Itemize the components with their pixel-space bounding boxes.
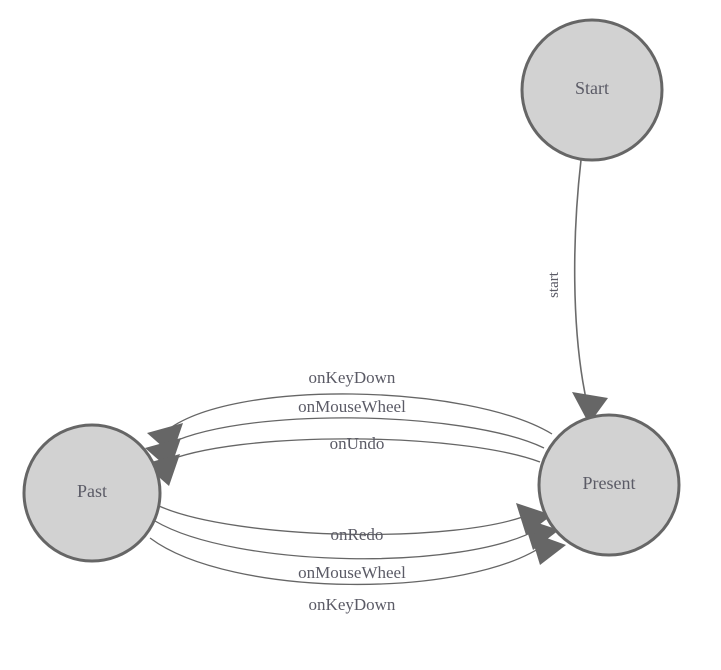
edge-present-past-mousewheel[interactable]: onMouseWheel <box>145 397 545 470</box>
node-start-circle <box>520 18 664 162</box>
edge-past-present-keydown-path <box>149 537 548 586</box>
edge-start[interactable]: start <box>546 159 608 424</box>
edge-past-present-redo[interactable]: onRedo <box>158 503 552 544</box>
edge-label-present-past-undo: onUndo <box>330 434 385 453</box>
edge-past-present-redo-path <box>158 505 534 536</box>
edge-present-past-keydown-path <box>164 393 553 435</box>
edge-present-past-undo-path <box>161 438 541 464</box>
edge-present-past-mousewheel-path <box>162 417 545 449</box>
edge-past-present-mousewheel-path <box>154 520 541 560</box>
arrowhead-past-present-mousewheel <box>523 518 559 550</box>
edge-start-path <box>573 159 589 409</box>
edge-label-past-present-keydown: onKeyDown <box>309 595 396 614</box>
node-past-label: Past <box>77 481 107 501</box>
edge-label-past-present-redo: onRedo <box>331 525 384 544</box>
node-present-circle <box>537 413 681 557</box>
node-past[interactable]: Past <box>22 423 162 563</box>
edge-label-start: start <box>546 271 562 298</box>
node-present-label: Present <box>583 473 636 493</box>
arrowhead-start <box>572 392 608 424</box>
edge-present-past-undo[interactable]: onUndo <box>144 434 541 486</box>
arrowhead-past-present-keydown <box>530 532 566 565</box>
node-past-circle <box>22 423 162 563</box>
edge-past-present-keydown[interactable]: onKeyDown <box>149 532 566 614</box>
edge-label-present-past-keydown: onKeyDown <box>309 368 396 387</box>
edge-label-present-past-mousewheel: onMouseWheel <box>298 397 406 416</box>
edge-label-past-present-mousewheel: onMouseWheel <box>298 563 406 582</box>
node-present[interactable]: Present <box>537 413 681 557</box>
node-start-label: Start <box>575 78 609 98</box>
node-start[interactable]: Start <box>520 18 664 162</box>
arrowhead-past-present-redo <box>516 503 552 535</box>
edge-past-present-mousewheel[interactable]: onMouseWheel <box>154 518 559 582</box>
